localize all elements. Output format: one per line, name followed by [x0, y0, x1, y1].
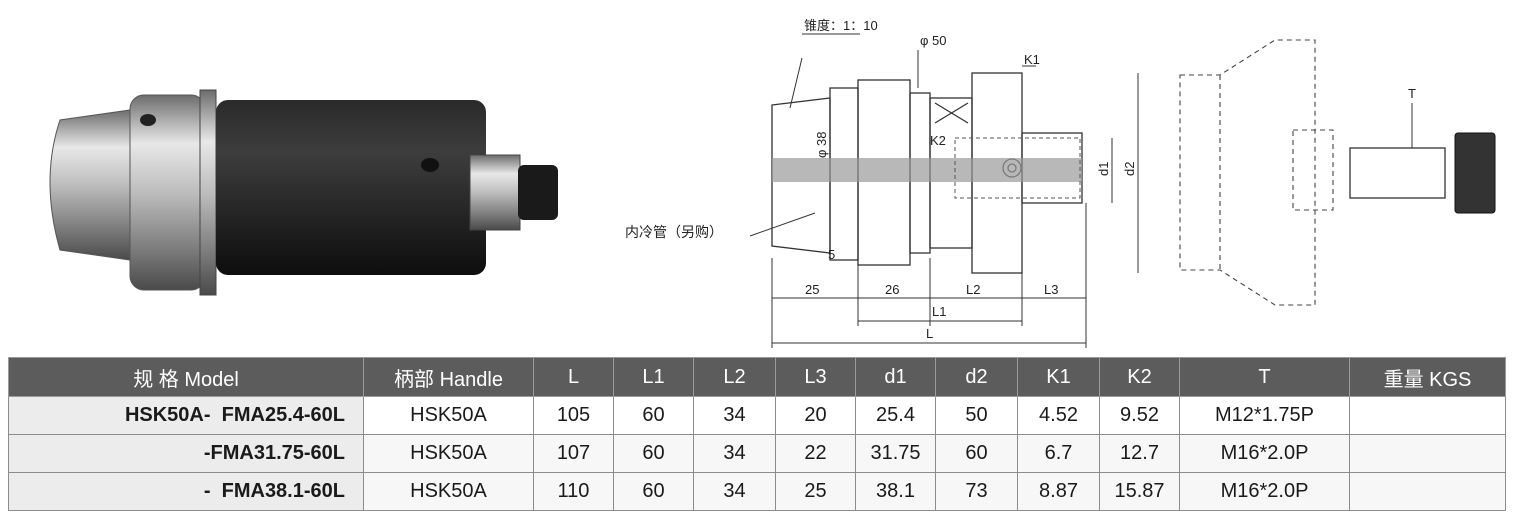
cell-k2: 9.52 — [1099, 396, 1180, 435]
cell-l2: 34 — [693, 434, 776, 473]
table-header-row: 规 格 Model 柄部 Handle L L1 L2 L3 d1 d2 K1 … — [8, 357, 1506, 397]
cell-k1: 8.87 — [1017, 472, 1100, 511]
cell-t: M16*2.0P — [1179, 434, 1350, 473]
header-t: T — [1179, 357, 1350, 397]
cell-model: -FMA31.75-60L — [8, 434, 364, 473]
cell-l2: 34 — [693, 472, 776, 511]
cell-d1: 31.75 — [855, 434, 936, 473]
header-weight: 重量 KGS — [1349, 357, 1506, 397]
cell-l: 105 — [533, 396, 614, 435]
coolant-tube-label: 内冷管（另购） — [625, 224, 723, 240]
k1-label: K1 — [1024, 52, 1040, 67]
cell-weight — [1349, 472, 1506, 511]
taper-label: 锥度：1：10 — [804, 18, 878, 33]
phi38-label: φ 38 — [814, 131, 829, 158]
cell-handle: HSK50A — [363, 396, 534, 435]
cell-l1: 60 — [613, 396, 694, 435]
spec-table: 规 格 Model 柄部 Handle L L1 L2 L3 d1 d2 K1 … — [8, 357, 1506, 511]
product-photo — [49, 89, 558, 296]
cell-l2: 34 — [693, 396, 776, 435]
dim-l2-label: L2 — [966, 282, 980, 297]
cell-l1: 60 — [613, 472, 694, 511]
cell-l: 107 — [533, 434, 614, 473]
table-row: -FMA31.75-60L HSK50A 107 60 34 22 31.75 … — [8, 434, 1506, 473]
cell-t: M12*1.75P — [1179, 396, 1350, 435]
dim-5-label: 5 — [828, 247, 835, 262]
cell-l3: 25 — [775, 472, 856, 511]
cell-model: - FMA38.1-60L — [8, 472, 364, 511]
cell-d2: 73 — [935, 472, 1018, 511]
dim-25-label: 25 — [805, 282, 819, 297]
cell-d1: 25.4 — [855, 396, 936, 435]
cell-l: 110 — [533, 472, 614, 511]
cell-t: M16*2.0P — [1179, 472, 1350, 511]
cell-l3: 22 — [775, 434, 856, 473]
cell-k1: 4.52 — [1017, 396, 1100, 435]
cell-d2: 60 — [935, 434, 1018, 473]
cell-k1: 6.7 — [1017, 434, 1100, 473]
header-l2: L2 — [693, 357, 776, 397]
cell-weight — [1349, 434, 1506, 473]
cell-model: HSK50A- FMA25.4-60L — [8, 396, 364, 435]
header-k1: K1 — [1017, 357, 1100, 397]
header-handle: 柄部 Handle — [363, 357, 534, 397]
dim-l-label: L — [926, 326, 933, 341]
dim-l3-label: L3 — [1044, 282, 1058, 297]
table-row: HSK50A- FMA25.4-60L HSK50A 105 60 34 20 … — [8, 396, 1506, 435]
cell-l1: 60 — [613, 434, 694, 473]
cell-weight — [1349, 396, 1506, 435]
cell-handle: HSK50A — [363, 434, 534, 473]
k2-label: K2 — [930, 133, 946, 148]
cell-l3: 20 — [775, 396, 856, 435]
t-label: T — [1408, 86, 1416, 101]
cell-d2: 50 — [935, 396, 1018, 435]
header-l: L — [533, 357, 614, 397]
screw-detail-drawing: T — [1179, 39, 1496, 306]
cell-k2: 12.7 — [1099, 434, 1180, 473]
header-d1: d1 — [855, 357, 936, 397]
header-k2: K2 — [1099, 357, 1180, 397]
dim-26-label: 26 — [885, 282, 899, 297]
d2-label: d2 — [1122, 162, 1137, 176]
header-model: 规 格 Model — [8, 357, 364, 397]
cell-d1: 38.1 — [855, 472, 936, 511]
header-l3: L3 — [775, 357, 856, 397]
table-row: - FMA38.1-60L HSK50A 110 60 34 25 38.1 7… — [8, 472, 1506, 511]
technical-drawing: 锥度：1：10 φ 50 φ 38 K1 K2 d1 d2 内冷管（另购） 5 … — [625, 18, 1139, 348]
cell-handle: HSK50A — [363, 472, 534, 511]
d1-label: d1 — [1096, 162, 1111, 176]
dim-l1-label: L1 — [932, 304, 946, 319]
header-l1: L1 — [613, 357, 694, 397]
header-d2: d2 — [935, 357, 1018, 397]
phi50-label: φ 50 — [920, 33, 947, 48]
cell-k2: 15.87 — [1099, 472, 1180, 511]
